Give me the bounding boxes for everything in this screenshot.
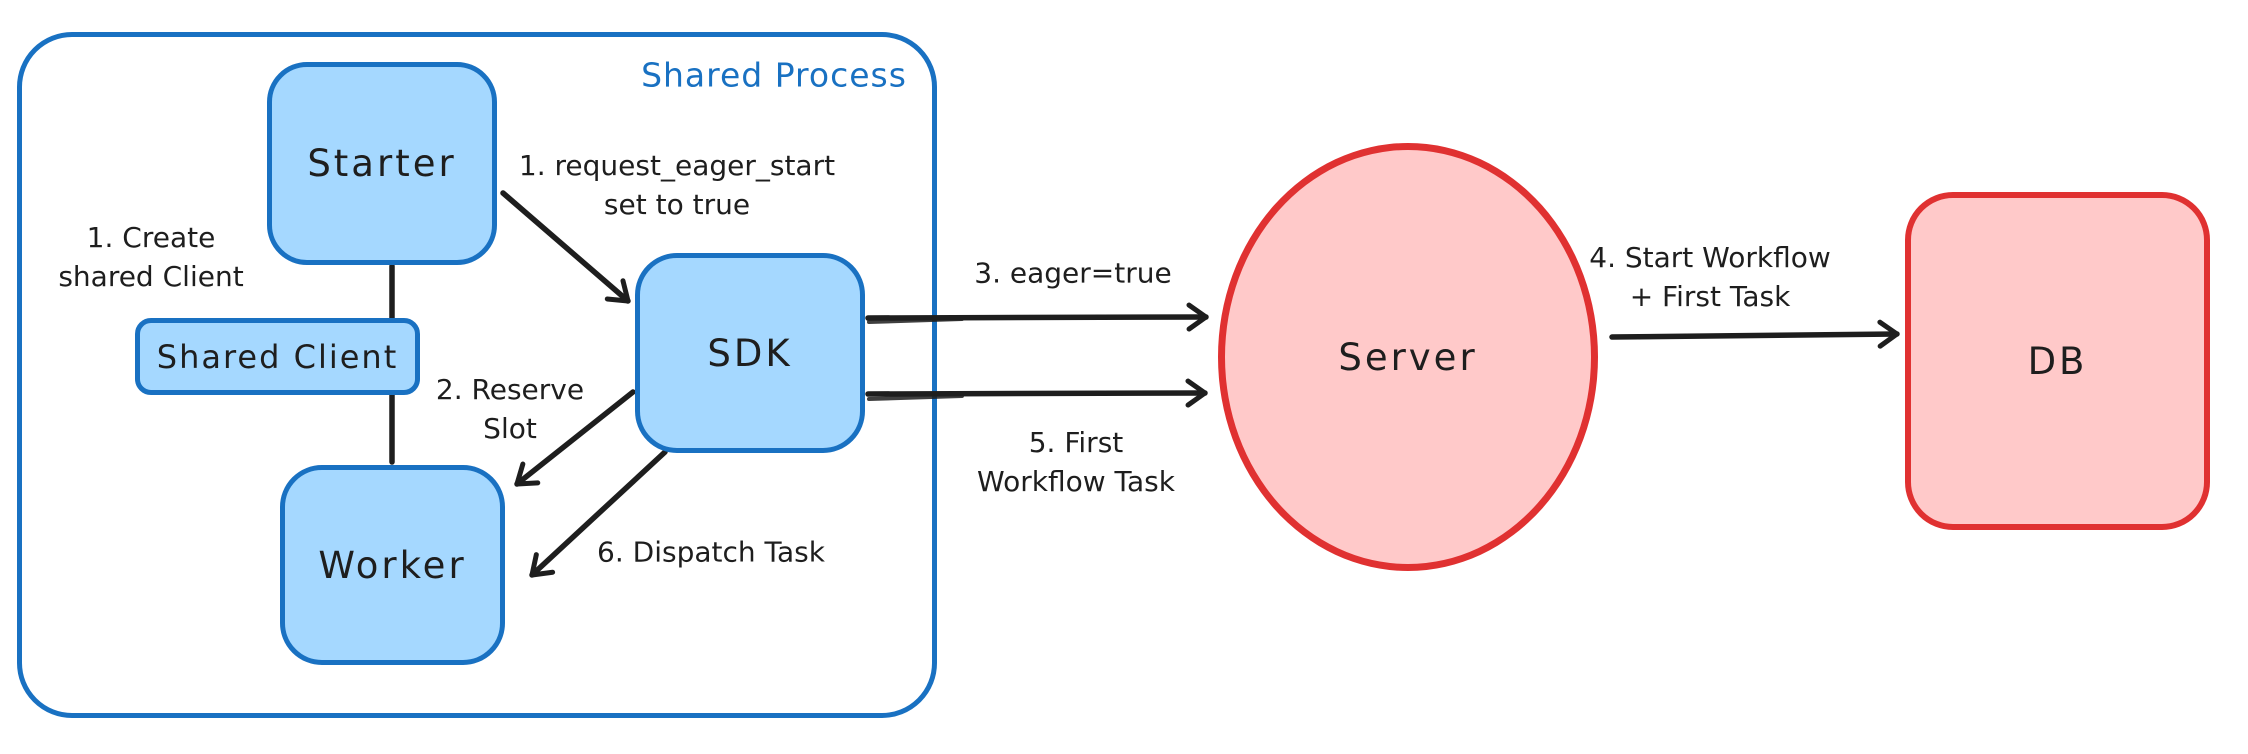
node-shared-client: Shared Client [135, 318, 420, 395]
server-label: Server [1338, 335, 1478, 379]
label-request-eager-start-line2: set to true [603, 188, 751, 221]
sketch-stub-eager [867, 317, 964, 324]
label-reserve-slot-line1: 2. Reserve [435, 373, 585, 406]
sketch-stub-first-task [867, 394, 964, 401]
shared-client-label: Shared Client [156, 337, 399, 376]
arrow-sdk-to-server-eager [865, 302, 1209, 332]
label-eager-true: 3. eager=true [974, 256, 1172, 290]
label-reserve-slot-line2: Slot [483, 412, 537, 445]
sdk-label: SDK [707, 331, 793, 375]
node-worker: Worker [280, 465, 505, 665]
arrow-starter-to-sdk [500, 190, 631, 304]
arrow-sdk-to-server-first-task [865, 378, 1208, 408]
label-first-workflow-task-line1: 5. First [1028, 426, 1124, 459]
label-dispatch-task: 6. Dispatch Task [597, 535, 825, 569]
node-server: Server [1218, 143, 1598, 571]
label-create-shared-client-line1: 1. Create [86, 221, 216, 254]
worker-label: Worker [318, 543, 467, 587]
node-starter: Starter [267, 62, 497, 265]
node-db: DB [1905, 192, 2210, 530]
label-start-workflow-line2: + First Task [1629, 280, 1791, 313]
arrow-sdk-to-worker-reserve-slot [514, 389, 636, 487]
label-reserve-slot: 2. Reserve Slot [436, 370, 584, 448]
node-sdk: SDK [635, 253, 865, 453]
label-request-eager-start: 1. request_eager_start set to true [519, 146, 835, 224]
starter-label: Starter [307, 142, 457, 185]
shared-process-group-box [17, 32, 937, 718]
arrow-sdk-to-worker-dispatch-task [529, 449, 668, 578]
label-request-eager-start-line1: 1. request_eager_start [518, 149, 836, 182]
db-label: DB [2027, 339, 2088, 383]
label-first-workflow-task: 5. First Workflow Task [977, 423, 1175, 501]
label-first-workflow-task-line2: Workflow Task [977, 465, 1175, 498]
label-start-workflow-line1: 4. Start Workflow [1589, 241, 1831, 274]
label-start-workflow: 4. Start Workflow + First Task [1589, 238, 1831, 316]
label-create-shared-client-line2: shared Client [58, 260, 244, 293]
shared-process-title: Shared Process [641, 55, 907, 95]
arrow-server-to-db [1609, 319, 1900, 349]
label-create-shared-client: 1. Create shared Client [58, 218, 243, 296]
